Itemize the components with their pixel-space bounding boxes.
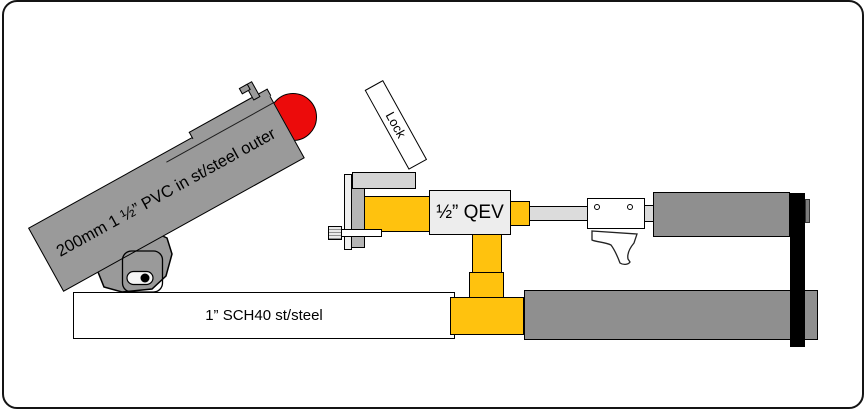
end-cap-stub [805,199,810,223]
lock-arm [352,172,416,189]
screw-hole-left [594,204,600,210]
trigger-valve-body [587,198,645,229]
support-pipe-label: 1” SCH40 st/steel [205,307,323,324]
supply-pipe [364,196,430,232]
air-chamber [524,290,818,340]
riser-coupling [469,272,504,299]
riser-pipe [472,234,502,274]
qev-valve: ½” QEV [429,190,511,235]
adjuster-bolt-shaft [341,229,382,237]
pilot-chamber [653,192,790,237]
valve-outlet-stub [510,201,530,226]
adjuster-bolt-head [328,226,342,240]
qev-valve-label: ½” QEV [436,201,504,223]
screw-hole-right [627,204,633,210]
end-cap-bar [790,193,805,347]
diagram-frame [2,0,864,409]
support-pipe: 1” SCH40 st/steel [73,292,455,339]
trigger-connector [644,205,654,222]
actuator-rod [529,206,589,221]
tee-fitting [450,297,524,335]
